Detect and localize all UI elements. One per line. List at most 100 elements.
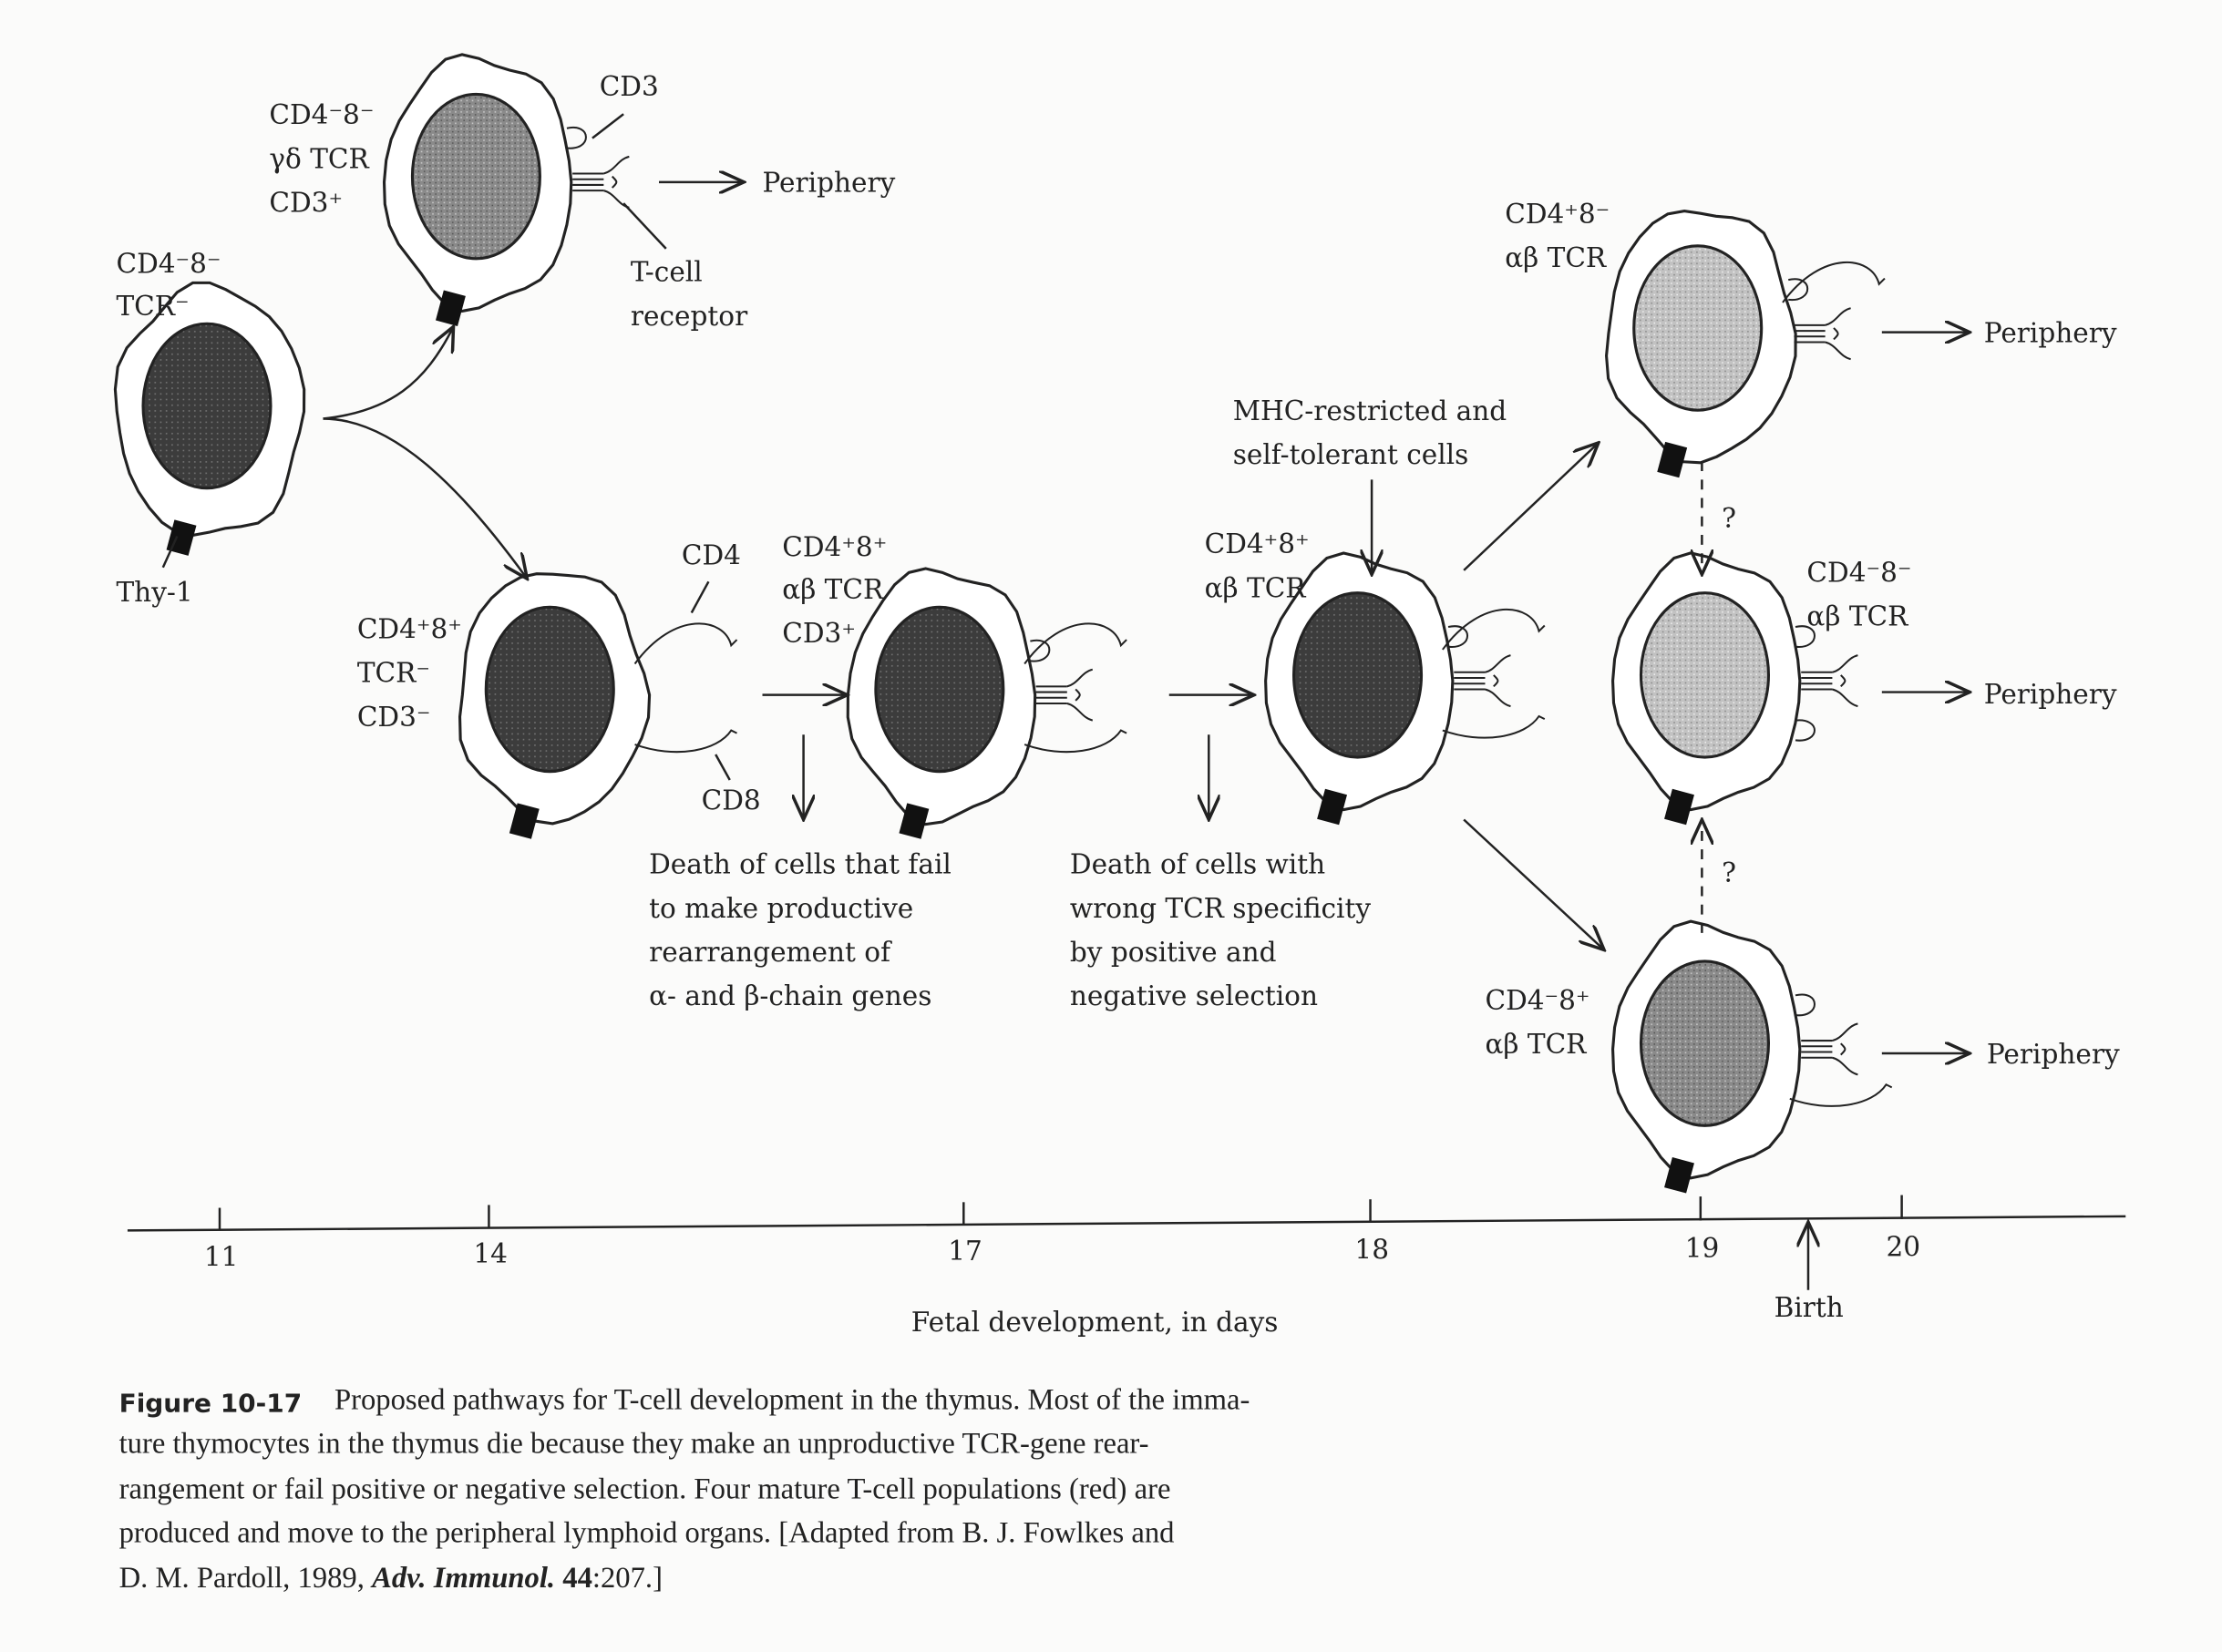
death2-line-2: wrong TCR specificity (1070, 893, 1371, 924)
tick-label-20: 20 (1887, 1231, 1921, 1262)
caption-line-2: ture thymocytes in the thymus die becaus… (119, 1428, 1149, 1461)
cd8sp-label-2: αβ TCR (1485, 1029, 1587, 1060)
tick-label-18: 18 (1354, 1235, 1389, 1266)
dp-neg-label-2: TCR⁻ (357, 658, 430, 689)
dp-neg-label-1: CD4⁺8⁺ (357, 613, 462, 644)
caption-citation-authors: D. M. Pardoll, 1989, (119, 1562, 365, 1595)
thy1-marker (166, 519, 197, 556)
thy1-marker (1664, 1157, 1694, 1194)
early-label-2: TCR⁻ (116, 291, 189, 322)
tcr-receptor-icon (1787, 278, 1851, 361)
death1-line-2: to make productive (649, 893, 913, 924)
caption-citation-pages: :207.] (592, 1562, 663, 1595)
birth-label: Birth (1775, 1292, 1844, 1323)
nucleus (1632, 244, 1764, 412)
cell-gamma-delta (382, 53, 630, 326)
cell-double-negative-ab (1611, 551, 1858, 826)
arrow-to-cd8 (1463, 818, 1604, 950)
cd4-cd8-coreceptor-icon (1782, 261, 1886, 303)
axis-label: Fetal development, in days (911, 1307, 1279, 1338)
cell-dp-ab-day17 (846, 567, 1127, 839)
cd3-bump-icon (1030, 639, 1051, 662)
death1-line-4: α- and β-chain genes (649, 980, 931, 1011)
tcr-receptor-icon (566, 126, 630, 209)
cd3-bump-icon (1795, 625, 1816, 648)
cell-dp-tcr-neg (458, 572, 738, 839)
dp18-label-1: CD4⁺8⁺ (1205, 528, 1310, 559)
labels: CD4⁻8⁻ TCR⁻ Thy-1 CD4⁻8⁻ γδ TCR CD3⁺ CD3… (116, 71, 2119, 1338)
arrows (161, 113, 1970, 1290)
dn-ab-label-1: CD4⁻8⁻ (1806, 557, 1911, 588)
death1-line-1: Death of cells that fail (649, 849, 952, 880)
thy1-label: Thy-1 (116, 577, 192, 608)
cd4sp-periphery: Periphery (1984, 318, 2117, 349)
cells-layer (113, 53, 1893, 1194)
cd3-bump-icon (566, 126, 587, 149)
nucleus (484, 605, 615, 774)
dp-neg-label-3: CD3⁻ (357, 702, 431, 733)
mhc-label-2: self-tolerant cells (1233, 439, 1469, 470)
time-axis (127, 1195, 2126, 1232)
question-mark-1: ? (1722, 503, 1736, 534)
tick-label-14: 14 (473, 1238, 508, 1269)
dp-ab-label-1: CD4⁺8⁺ (782, 531, 887, 562)
thy1-marker (435, 290, 466, 326)
tcr-label-1: T-cell (631, 257, 703, 288)
nucleus (1639, 959, 1771, 1127)
nucleus (874, 605, 1005, 774)
arrow-to-cd4 (1463, 443, 1599, 571)
cell-early-cd4-8-tcr-neg (113, 281, 306, 556)
tick-label-19: 19 (1685, 1233, 1720, 1264)
cd8sp-periphery: Periphery (1987, 1039, 2120, 1070)
dn-ab-periphery: Periphery (1984, 679, 2117, 710)
caption-line-3: rangement or fail positive or negative s… (119, 1472, 1171, 1505)
cd8sp-label-1: CD4⁻8⁺ (1485, 985, 1589, 1016)
tick-label-17: 17 (948, 1236, 982, 1267)
thy1-marker (1657, 441, 1688, 478)
nucleus (410, 92, 541, 261)
gd-label-3: CD3⁺ (269, 187, 343, 218)
gd-label-2: γδ TCR (269, 143, 369, 174)
cell-cd8-single-positive (1611, 919, 1893, 1194)
cd4-cd8-coreceptor-icon (1024, 622, 1127, 754)
dp-ab-label-2: αβ TCR (782, 574, 884, 605)
dp18-label-2: αβ TCR (1205, 572, 1307, 603)
dp-ab-label-3: CD3⁺ (782, 618, 856, 649)
thy1-marker (1664, 788, 1694, 826)
cd3-label: CD3 (600, 71, 659, 102)
nucleus (1292, 591, 1424, 759)
death1-line-3: rearrangement of (649, 937, 892, 968)
tcr-receptor-icon (1447, 625, 1511, 708)
arrow-to-gamma-delta (323, 326, 454, 420)
thy1-marker (1317, 788, 1347, 826)
tcr-receptor-icon (1030, 639, 1094, 722)
cell-dp-ab-day18 (1264, 551, 1546, 826)
mhc-label-1: MHC-restricted and (1233, 395, 1507, 426)
cd3-bump-icon (1787, 278, 1809, 301)
cd4-cd8-coreceptor-icon (633, 622, 738, 754)
cd4sp-label-1: CD4⁺8⁻ (1505, 199, 1610, 230)
question-mark-2: ? (1722, 857, 1736, 888)
cd3-bump-icon (1447, 625, 1469, 648)
tick-label-11: 11 (204, 1241, 239, 1272)
cd4sp-label-2: αβ TCR (1505, 242, 1607, 273)
cd4-cd8-coreceptor-icon (1442, 608, 1546, 739)
gd-periphery: Periphery (763, 168, 896, 199)
nucleus (1639, 591, 1771, 759)
death2-line-3: by positive and (1070, 937, 1277, 968)
death2-line-1: Death of cells with (1070, 849, 1325, 880)
cd4-cd8-coreceptor-icon (1789, 1083, 1893, 1107)
nucleus (141, 322, 273, 490)
arrow-to-double-positive (323, 417, 528, 579)
caption-line-5: D. M. Pardoll, 1989, Adv. Immunol. 44:20… (119, 1562, 663, 1595)
thy1-marker (509, 803, 540, 839)
caption-figure-number: Figure 10-17 (119, 1388, 303, 1418)
caption-line-4: produced and move to the peripheral lymp… (119, 1516, 1175, 1549)
thy1-marker (899, 803, 930, 839)
caption-line-1: Proposed pathways for T-cell development… (334, 1383, 1250, 1416)
caption-citation-journal: Adv. Immunol. (370, 1562, 555, 1595)
caption-citation-volume: 44 (562, 1562, 592, 1595)
tcr-receptor-icon (1795, 993, 1858, 1076)
cd3-bump-icon (1795, 993, 1816, 1017)
